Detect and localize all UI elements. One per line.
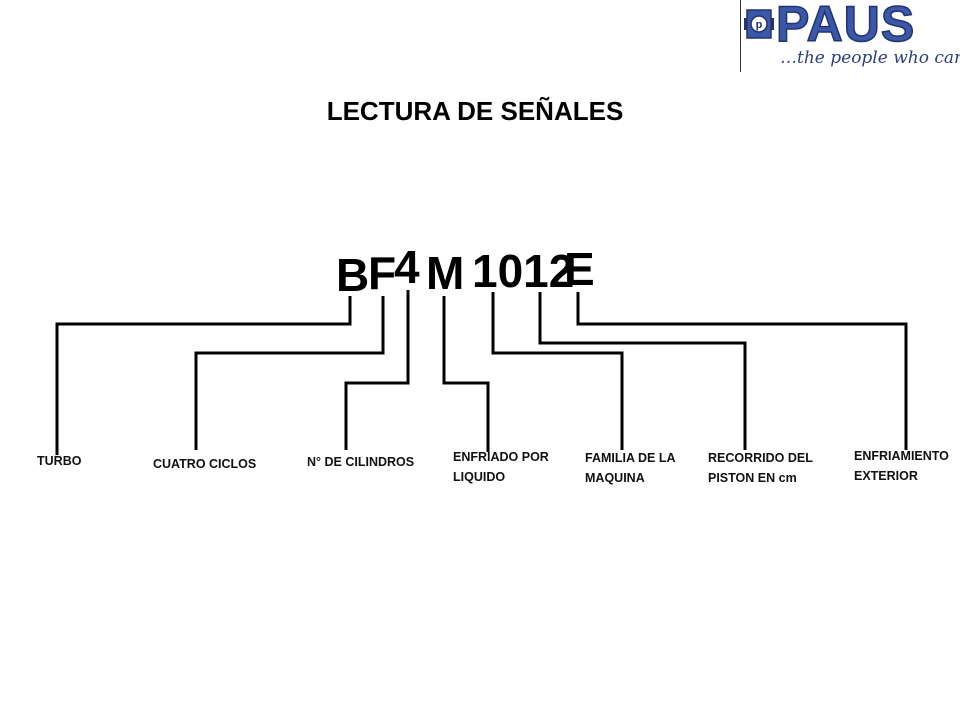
code-letter-4: 4 (394, 241, 420, 293)
label-cilindros-line1: N° DE CILINDROS (307, 455, 415, 469)
label-enfriado-line2: LIQUIDO (453, 470, 506, 484)
label-enfriamiento: ENFRIAMIENTO EXTERIOR (854, 446, 949, 486)
paus-logo: p PAUS …the people who care (740, 0, 960, 75)
connector-enfriamiento (576, 292, 908, 450)
label-enfriamiento-line2: EXTERIOR (854, 469, 918, 483)
logo-gear-letter: p (756, 19, 763, 31)
label-familia: FAMILIA DE LA MAQUINA (585, 448, 676, 488)
label-enfriado-line1: ENFRIADO POR (453, 450, 549, 464)
label-turbo-line1: TURBO (37, 454, 82, 468)
label-turbo: TURBO (37, 451, 81, 471)
label-familia-line2: MAQUINA (585, 471, 645, 485)
label-recorrido: RECORRIDO DEL PISTON EN cm (708, 448, 813, 488)
label-familia-line1: FAMILIA DE LA (585, 451, 676, 465)
label-recorrido-line1: RECORRIDO DEL (708, 451, 813, 465)
code-letter-m: M (426, 247, 465, 299)
connector-turbo (55, 296, 352, 455)
code-number-1012: 1012 (472, 245, 575, 297)
label-enfriamiento-line1: ENFRIAMIENTO (854, 449, 949, 463)
code-letter-f: F (368, 247, 397, 299)
connector-familia (491, 292, 624, 450)
label-recorrido-line2: PISTON EN cm (708, 471, 797, 485)
code-letter-b: B (336, 249, 370, 301)
label-cuatro-ciclos: CUATRO CICLOS (153, 454, 256, 474)
label-cilindros: N° DE CILINDROS (307, 452, 414, 472)
label-enfriado: ENFRIADO POR LIQUIDO (453, 447, 549, 487)
connector-cilindros (344, 290, 410, 450)
gear-logo-icon: p (744, 9, 774, 39)
label-cuatro-ciclos-line1: CUATRO CICLOS (153, 457, 257, 471)
connector-cuatro-ciclos (194, 296, 385, 450)
logo-tagline: …the people who care (780, 48, 960, 68)
code-letter-e: E (564, 243, 595, 295)
connector-recorrido (538, 292, 747, 450)
logo-wordmark: PAUS (775, 0, 916, 53)
page-title: LECTURA DE SEÑALES (326, 96, 624, 126)
connector-enfriado (442, 296, 490, 452)
logo-divider (740, 0, 741, 72)
